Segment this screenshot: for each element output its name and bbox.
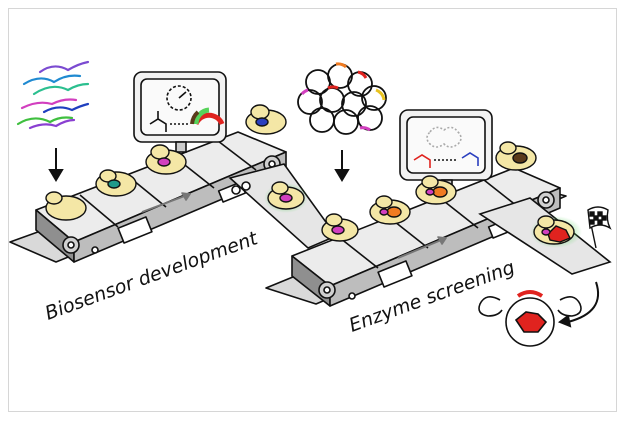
cell-right-3	[495, 141, 537, 171]
monitor-sensor-icon	[399, 109, 493, 191]
monitor-gauge-icon	[133, 71, 227, 153]
plasmid-library-icon	[297, 62, 387, 135]
cell-right-2	[415, 175, 457, 205]
cell-transfer-1	[264, 181, 308, 213]
cell-right-1	[369, 195, 411, 225]
finish-flag-icon	[587, 206, 612, 249]
curved-arrow-icon	[557, 281, 599, 328]
down-arrow-icon	[48, 148, 64, 182]
strong-enzyme-icon	[478, 290, 582, 347]
cell-left-1	[45, 191, 87, 221]
down-arrow-icon	[334, 150, 350, 182]
cell-left-2	[95, 169, 137, 197]
cell-winner	[530, 215, 582, 248]
cell-transfer-2	[321, 213, 359, 242]
dna-strands-icon	[16, 60, 90, 130]
cell-left-4	[245, 104, 287, 135]
cell-left-3	[145, 144, 187, 175]
